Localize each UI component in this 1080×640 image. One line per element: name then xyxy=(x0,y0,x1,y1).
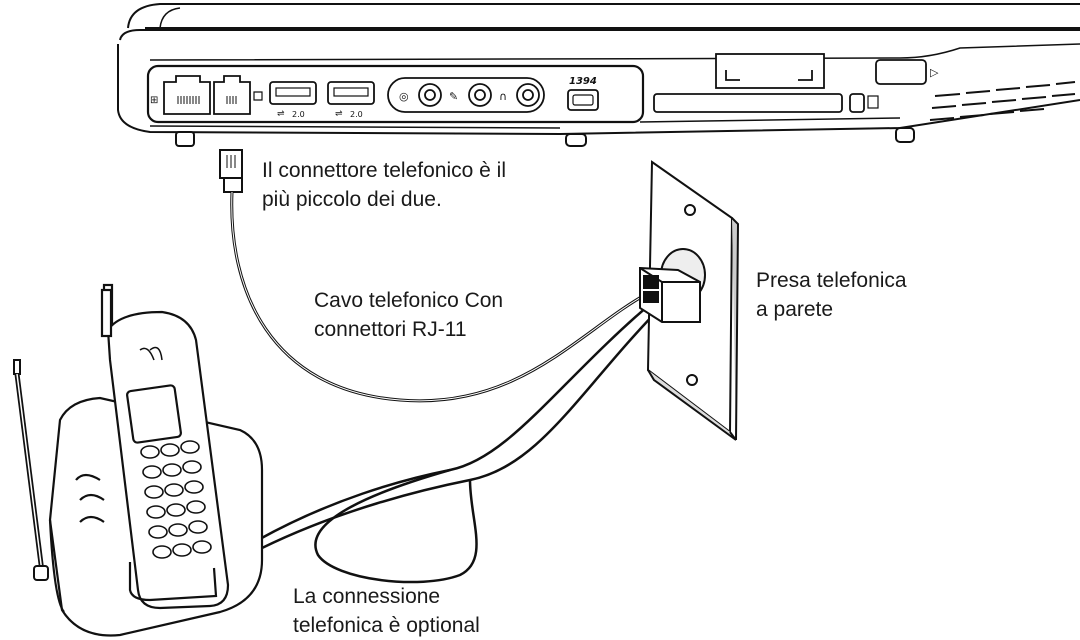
wall-jack-block xyxy=(639,266,701,323)
svg-text:✎: ✎ xyxy=(449,90,458,103)
usb-port-1: ⇌ xyxy=(269,81,317,119)
usb-port-1-label: 2.0 xyxy=(292,110,305,119)
speaker-vent xyxy=(929,81,1076,121)
laptop xyxy=(117,3,1080,147)
optional-connection-line-1: La connessione xyxy=(293,585,441,608)
usb-port-2-label: 2.0 xyxy=(350,110,363,119)
audio-jacks: ◎ ✎ ∩ xyxy=(387,77,545,113)
svg-text:∩: ∩ xyxy=(499,90,507,103)
express-card-door xyxy=(715,53,825,89)
svg-text:◎: ◎ xyxy=(399,90,409,103)
lan-port: ⊞ xyxy=(150,75,211,115)
phone-cable-label: Cavo telefonico Con connettori RJ-11 xyxy=(314,286,503,344)
svg-text:▷: ▷ xyxy=(930,66,939,79)
modem-port xyxy=(213,75,263,115)
ir-receiver: ▷ xyxy=(875,59,939,85)
wall-jack-line-1: Presa telefonica xyxy=(756,269,907,292)
phone-cable-line-2: connettori RJ-11 xyxy=(314,318,467,341)
usb-port-2: ⇌ xyxy=(327,81,375,119)
connector-note-label: Il connettore telefonico è il più piccol… xyxy=(262,156,506,214)
phone-cable-line-1: Cavo telefonico Con xyxy=(314,289,504,312)
svg-text:⇌: ⇌ xyxy=(277,109,285,119)
rj11-plug-laptop xyxy=(219,149,243,193)
optional-connection-line-2: telefonica è optional xyxy=(293,614,480,637)
optional-connection-label: La connessione telefonica è optional xyxy=(293,582,480,640)
connector-note-line-1: Il connettore telefonico è il xyxy=(262,159,506,182)
card-slot xyxy=(653,93,879,113)
base-antenna xyxy=(13,359,49,581)
wall-jack-line-2: a parete xyxy=(756,298,834,321)
svg-text:⊞: ⊞ xyxy=(150,95,158,106)
firewire-label: 1394 xyxy=(569,76,597,87)
connector-note-line-2: più piccolo dei due. xyxy=(262,188,442,211)
phone-cable-laptop-inner xyxy=(231,191,651,402)
wall-jack-label: Presa telefonica a parete xyxy=(756,266,907,324)
phone-cable-handset xyxy=(257,299,661,584)
svg-text:⇌: ⇌ xyxy=(335,109,343,119)
firewire-port xyxy=(567,89,599,111)
handset-antenna xyxy=(100,288,113,338)
